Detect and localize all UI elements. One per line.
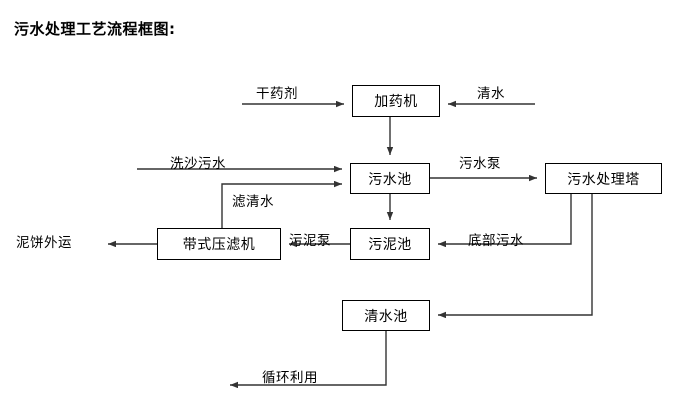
- node-label: 清水池: [364, 308, 408, 325]
- node-label: 加药机: [374, 94, 418, 110]
- edge-label-text: 污水泵: [459, 156, 501, 172]
- node-sewage-pool[interactable]: 污水池: [350, 163, 430, 194]
- node-sludge-pool[interactable]: 污泥池: [350, 228, 430, 260]
- node-clear-water-pool[interactable]: 清水池: [342, 300, 430, 331]
- terminal-label: 洗沙污水: [170, 156, 226, 172]
- node-label: 污水处理塔: [567, 171, 640, 188]
- edge-label-text: 底部污水: [468, 233, 524, 249]
- terminal-label: 泥饼外运: [16, 235, 72, 251]
- edge-label-text: 滤清水: [232, 194, 274, 210]
- edge-label-sludge-pump: 污泥泵: [289, 229, 331, 249]
- terminal-sand-wash-sewage: 洗沙污水: [170, 152, 226, 172]
- edge-label-recycle-reuse: 循环利用: [262, 366, 318, 386]
- edge-label-text: 污泥泵: [289, 233, 331, 249]
- terminal-clean-water: 清水: [477, 82, 505, 102]
- edge-clear-water-pool-to-recycle-reuse: [230, 331, 387, 389]
- terminal-dry-agent: 干药剂: [256, 82, 298, 102]
- node-belt-filter-press[interactable]: 带式压滤机: [157, 228, 281, 260]
- terminal-label: 清水: [477, 86, 505, 102]
- edge-label-text: 循环利用: [262, 370, 318, 386]
- edge-filtered-clear-water-to-sewage-pool: [221, 180, 342, 228]
- edge-label-filtered-clear-water: 滤清水: [232, 190, 274, 210]
- terminal-mud-cake-transport: 泥饼外运: [16, 231, 72, 251]
- node-label: 带式压滤机: [182, 237, 256, 253]
- node-treatment-tower[interactable]: 污水处理塔: [545, 163, 662, 194]
- node-dosing-machine[interactable]: 加药机: [352, 85, 440, 117]
- edge-label-bottom-sewage: 底部污水: [468, 229, 524, 249]
- terminal-label: 干药剂: [256, 86, 298, 102]
- edge-bottom-sewage-to-sludge-pool: [438, 194, 572, 248]
- page-title: 污水处理工艺流程框图:: [14, 20, 176, 38]
- edge-treatment-tower-to-clear-water-pool: [438, 194, 593, 319]
- edge-label-sewage-pump: 污水泵: [459, 152, 501, 172]
- node-label: 污水池: [368, 171, 412, 188]
- node-label: 污泥池: [368, 237, 412, 253]
